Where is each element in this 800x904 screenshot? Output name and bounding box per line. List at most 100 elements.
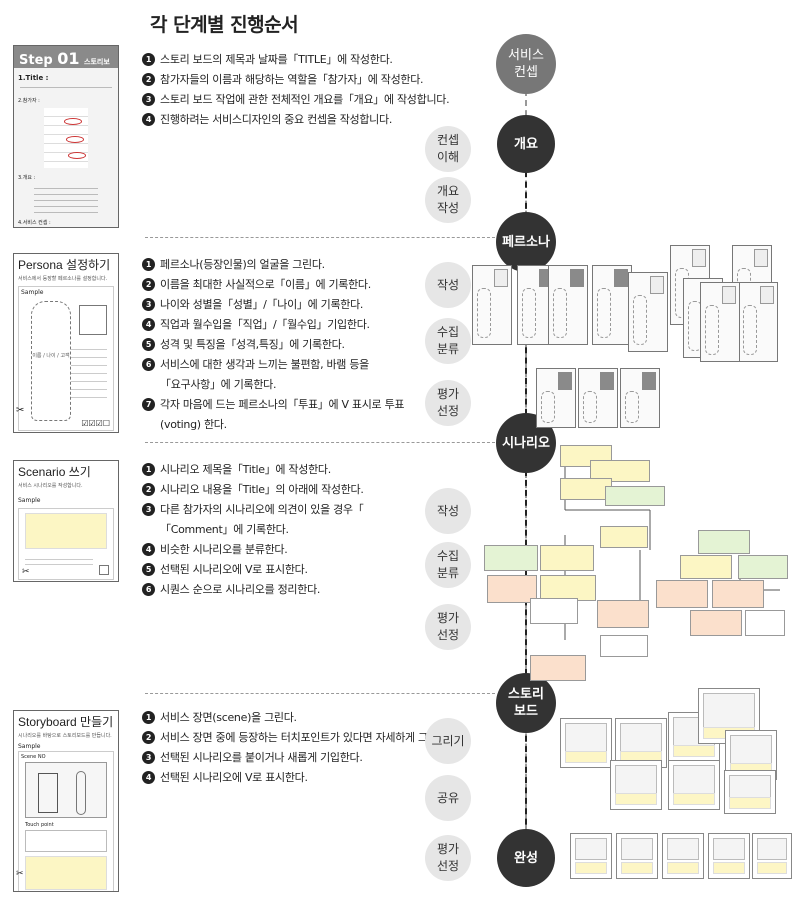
step-header: Step 01 스토리보드 개요 (14, 46, 118, 81)
scenario-note (484, 545, 538, 571)
sample-label: Sample (21, 289, 44, 296)
sample-area: ✂ (18, 508, 114, 580)
persona-fields (71, 342, 107, 402)
touch-point-box (25, 830, 107, 852)
scenario-note (530, 598, 578, 624)
scenario-note (597, 600, 649, 628)
persona-body-outline: 이름 / 나이 / 고객 (31, 301, 71, 421)
sample-label: Sample (18, 743, 41, 750)
persona-sheet (620, 368, 660, 428)
card-title: Persona 설정하기 (18, 258, 111, 272)
scenario-note (530, 655, 586, 681)
touch-point-label: Touch point (25, 822, 54, 828)
persona-sheet (578, 368, 618, 428)
persona-sheet (628, 272, 668, 352)
persona-sheet (738, 282, 778, 362)
instruction-item: (voting) 한다. (160, 418, 227, 431)
scenario-note (656, 580, 708, 608)
page-title: 각 단계별 진행순서 (150, 14, 299, 36)
node-service-concept: 서비스 컨셉 (496, 34, 556, 94)
card-title: Scenario 쓰기 (18, 465, 91, 479)
storyboard-frame (724, 770, 776, 814)
scenario-note (690, 610, 742, 636)
scenario-note (738, 555, 788, 579)
tag-concept-understanding: 컨셉 이해 (425, 126, 471, 172)
instruction-item: 「Comment」에 기록한다. (160, 523, 289, 536)
vote-checkbox (99, 565, 109, 575)
storyboard-template-card: Storyboard 만들기 시나리오를 바탕으로 스토리보드를 만듭니다. S… (13, 710, 119, 892)
scenario-note (712, 580, 764, 608)
title-field-label: 1.Title : (18, 74, 49, 82)
node-overview: 개요 (497, 115, 555, 173)
step-number: 01 (57, 49, 80, 68)
tag-overview-writing: 개요 작성 (425, 177, 471, 223)
step-title: 스토리보드 개요 (19, 58, 110, 81)
persona-sheet (536, 368, 576, 428)
scenario-note (680, 555, 732, 579)
scenario-note (487, 575, 537, 603)
overview-text (34, 183, 98, 213)
scenario-note (600, 526, 648, 548)
persona-sheet (592, 265, 632, 345)
participants-field-label: 2.참가자 : (18, 98, 40, 104)
scenario-note (540, 545, 594, 571)
scene-drawing (25, 762, 107, 818)
persona-sheet (700, 282, 740, 362)
tag-persona-evaluate: 평가 선정 (425, 380, 471, 426)
scenario-note (590, 460, 650, 482)
flow-line-segment (525, 150, 527, 230)
storyboard-frame (560, 718, 612, 768)
concept-field-label: 4.서비스 컨셉 : (18, 220, 51, 226)
persona-template-card: Persona 설정하기 서비스에서 등장할 페르소나를 설정합니다. Samp… (13, 253, 119, 433)
storyboard-frame (570, 833, 612, 879)
scissors-icon: ✂ (16, 869, 24, 879)
scenario-note (600, 635, 648, 657)
comment-lines (25, 555, 93, 565)
storyboard-frame (752, 833, 792, 879)
node-complete: 완성 (497, 829, 555, 887)
scenario-note (698, 530, 750, 554)
persona-body-label: 이름 / 나이 / 고객 (32, 353, 70, 359)
card-subtitle: 서비스 시나리오를 작성합니다. (18, 483, 83, 489)
scissors-icon: ✂ (22, 567, 30, 577)
tag-scenario-write: 작성 (425, 488, 471, 534)
vote-checkboxes: ☑☑☑☐ (81, 419, 110, 428)
tag-storyboard-draw: 그리기 (425, 718, 471, 764)
tag-scenario-evaluate: 평가 선정 (425, 604, 471, 650)
card-subtitle: 시나리오를 바탕으로 스토리보드를 만듭니다. (18, 733, 112, 739)
sample-label: Sample (18, 497, 41, 504)
instruction-item: 「요구사항」에 기록한다. (160, 378, 277, 391)
card-subtitle: 서비스에서 등장할 페르소나를 설정합니다. (18, 276, 108, 282)
scenario-text-box (25, 513, 107, 549)
card-title: Storyboard 만들기 (18, 715, 114, 729)
overview-template-card: Step 01 스토리보드 개요 1.Title : 2.참가자 : 3.개요 … (13, 45, 119, 228)
scenario-note (605, 486, 665, 506)
sample-area: Scene NO Touch point (18, 751, 114, 891)
section-divider (145, 693, 495, 694)
flow-line-segment (525, 715, 527, 835)
tag-storyboard-evaluate: 평가 선정 (425, 835, 471, 881)
section-divider (145, 442, 495, 443)
persona-sheet (472, 265, 512, 345)
